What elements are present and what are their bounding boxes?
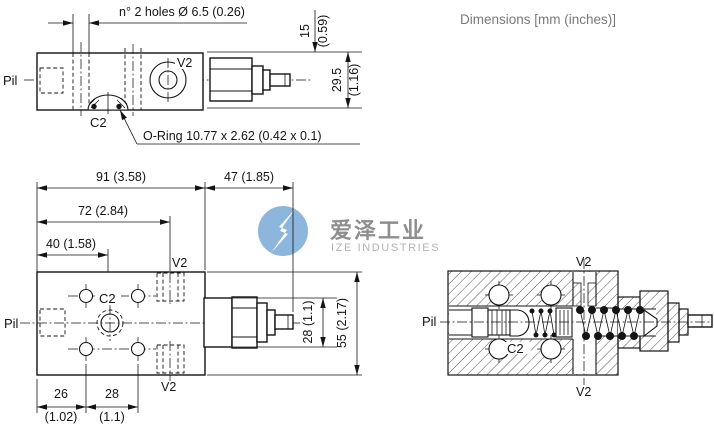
watermark-brand-en: IZE INDUSTRIES	[331, 242, 440, 254]
section-small-spring	[531, 310, 555, 336]
dim-28-mm: 28	[105, 387, 119, 401]
dim-72-label: 72 (2.84)	[78, 204, 128, 218]
watermark-logo-bolt	[271, 209, 295, 253]
watermark-brand-cn: 爱泽工业	[330, 218, 426, 243]
dimension-hex-28: 28 (1.1)	[232, 297, 337, 348]
dim-26-mm: 26	[54, 387, 68, 401]
watermark: 爱泽工业 IZE INDUSTRIES	[258, 206, 440, 256]
section-pil-label: Pil	[422, 314, 437, 329]
plan-v2-top-label: V2	[172, 256, 187, 270]
plan-view-drawing: 91 (3.58) 47 (1.85) 72 (2.84) 40 (1.58)	[4, 170, 362, 424]
plan-bolt-holes	[68, 284, 156, 361]
dim-26-in: (1.02)	[45, 410, 78, 424]
plan-hex-nut	[231, 296, 258, 349]
dim-40-label: 40 (1.58)	[46, 237, 96, 251]
dimension-55: 55 (2.17)	[207, 271, 362, 376]
side-v2-port: V2	[149, 56, 197, 102]
dim-15-in: (0.59)	[316, 15, 330, 48]
plan-v2-bottom-label: V2	[161, 380, 176, 394]
dim-91-label: 91 (3.58)	[96, 170, 146, 184]
plan-pil-label: Pil	[4, 316, 19, 331]
dimension-26-28: 26 (1.02) 28 (1.1)	[36, 364, 139, 424]
dimensions-note: Dimensions [mm (inches)]	[460, 12, 616, 27]
plan-c2-label: C2	[99, 291, 116, 306]
oring-seal-dot-right	[116, 103, 122, 110]
section-v2-bottom-label: V2	[576, 385, 591, 399]
side-cartridge	[209, 57, 291, 102]
side-pilot-port-hidden	[39, 67, 64, 94]
section-bolt-holes	[485, 281, 565, 363]
section-adjuster	[617, 290, 713, 352]
section-v2-top-label: V2	[576, 255, 591, 269]
side-c2-label: C2	[90, 115, 107, 130]
dimension-15: 15 (0.59)	[298, 10, 330, 52]
section-threaded-plug	[487, 309, 511, 336]
side-pil-label: Pil	[3, 73, 18, 88]
dim-55-label: 55 (2.17)	[335, 298, 349, 348]
plan-valve-body	[36, 271, 206, 376]
section-poppet	[509, 309, 530, 337]
dimension-holes: n° 2 holes Ø 6.5 (0.26)	[48, 5, 247, 26]
plan-cartridge	[203, 296, 294, 349]
plan-c2-port: C2	[96, 291, 124, 341]
side-holes-note: n° 2 holes Ø 6.5 (0.26)	[119, 5, 245, 19]
side-hex-nut	[209, 57, 253, 102]
side-oring-groove: C2 O-Ring 10.77 x 2.62 (0.42 x 0.1)	[87, 92, 360, 145]
oring-seal-dot-left	[91, 103, 97, 110]
dim-28-in: (1.1)	[99, 410, 125, 424]
side-mounting-hole-2	[124, 44, 142, 116]
section-view-drawing: Pil	[422, 255, 713, 399]
dimension-47: 47 (1.85)	[205, 170, 294, 312]
section-c2-label: C2	[507, 341, 524, 356]
section-internals	[471, 307, 573, 338]
dimension-29-5: 29.5 (1.16)	[330, 52, 361, 108]
plan-adjuster-stem	[274, 314, 294, 330]
dimension-72: 72 (2.84)	[37, 204, 171, 271]
plan-v2-port-top: V2	[156, 256, 187, 304]
side-adjuster-stem	[269, 73, 291, 87]
dim-47-label: 47 (1.85)	[224, 170, 274, 184]
side-view-drawing: Pil n° 2 holes Ø 6.5 (0.26) V2	[3, 5, 362, 145]
dim-29-5-in: (1.16)	[347, 64, 361, 97]
side-oring-note: O-Ring 10.77 x 2.62 (0.42 x 0.1)	[143, 129, 322, 143]
dim-15-mm: 15	[298, 24, 312, 38]
dim-hex-28-label: 28 (1.1)	[301, 300, 315, 343]
section-adjuster-stem	[687, 314, 713, 328]
side-v2-label: V2	[177, 56, 192, 70]
section-spring-seat	[643, 308, 658, 338]
plan-v2-port-bottom: V2	[156, 341, 185, 394]
dim-29-5-mm: 29.5	[330, 68, 344, 92]
